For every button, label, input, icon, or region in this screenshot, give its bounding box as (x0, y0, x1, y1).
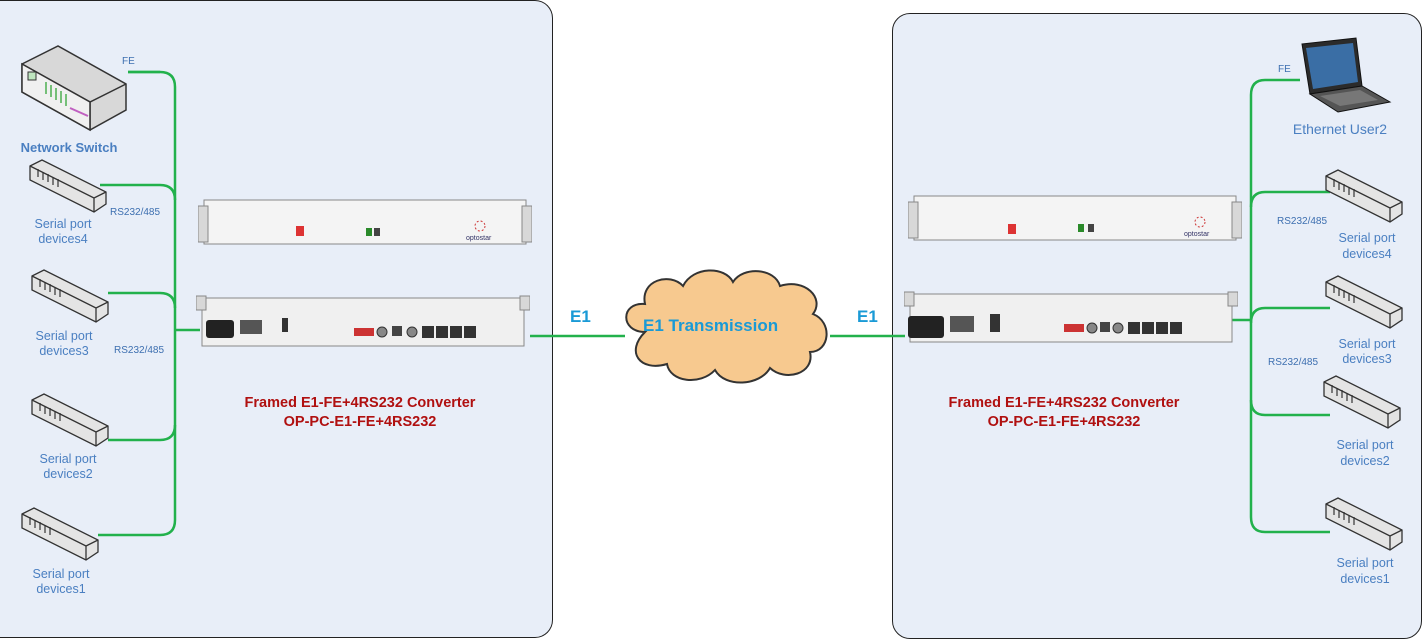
cloud-label: E1 Transmission (643, 316, 779, 335)
e1-label-left: E1 (570, 307, 591, 326)
e1-label-right: E1 (857, 307, 878, 326)
serial-device1-icon (21, 507, 99, 561)
serial-device3-label-line2: devices3 (39, 344, 89, 358)
right-bus-line (1249, 78, 1330, 534)
right-serial-device2-label-line2: devices2 (1340, 454, 1390, 468)
left-link-serial3 (108, 291, 177, 309)
serial-device1-label-line2: devices1 (36, 582, 86, 596)
left-link-serial2 (108, 424, 177, 442)
right-serial-device2-icon (1323, 375, 1401, 429)
right-link-serial2 (1249, 399, 1330, 417)
right-front-brand: optostar (1184, 231, 1210, 238)
serial-device2-icon (31, 393, 109, 447)
right-link-serial4 (1249, 190, 1330, 208)
left-title-line2: OP-PC-E1-FE+4RS232 (283, 414, 437, 430)
ethernet-user-label: Ethernet User2 (1292, 121, 1388, 137)
serial-device4-icon (29, 159, 107, 213)
left-converter-rear-icon (196, 295, 530, 347)
right-rs-label-2: RS232/485 (1268, 357, 1319, 368)
left-title-line1: Framed E1-FE+4RS232 Converter (244, 395, 476, 411)
left-rs-label-2: RS232/485 (114, 345, 165, 356)
serial-device1-label-line1: Serial port (32, 567, 90, 581)
laptop-icon (1301, 37, 1392, 113)
left-fe-label: FE (122, 56, 135, 67)
right-fe-label: FE (1278, 64, 1291, 75)
right-serial-device1-label-line1: Serial port (1336, 556, 1394, 570)
left-front-brand: optostar (466, 235, 492, 242)
serial-device3-icon (31, 269, 109, 323)
e1-transmission-cloud-icon (625, 269, 828, 384)
right-serial-device3-label-line2: devices3 (1342, 352, 1392, 366)
right-serial-device4-icon (1325, 169, 1403, 223)
right-serial-device3-label-line1: Serial port (1338, 337, 1396, 351)
serial-device4-label-line2: devices4 (38, 232, 88, 246)
right-title-line1: Framed E1-FE+4RS232 Converter (948, 395, 1180, 411)
network-switch-label: Network Switch (20, 140, 118, 155)
serial-device3-label-line1: Serial port (35, 329, 93, 343)
right-serial-device2-label-line1: Serial port (1336, 438, 1394, 452)
right-serial-device1-label-line2: devices1 (1340, 572, 1390, 586)
right-serial-device4-label-line2: devices4 (1342, 247, 1392, 261)
left-rs-label-1: RS232/485 (110, 207, 161, 218)
network-switch-icon (21, 45, 127, 132)
left-converter-front-icon: optostar (198, 199, 532, 245)
right-converter-front-icon: optostar (908, 195, 1242, 241)
right-serial-device1-icon (1325, 497, 1403, 551)
right-link-serial3 (1249, 306, 1330, 324)
right-serial-device4-label-line1: Serial port (1338, 231, 1396, 245)
left-link-serial4 (100, 183, 177, 201)
serial-device2-label-line1: Serial port (39, 452, 97, 466)
right-converter-rear-icon (904, 291, 1238, 343)
serial-device2-label-line2: devices2 (43, 467, 93, 481)
right-serial-device3-icon (1325, 275, 1403, 329)
right-rs-label-1: RS232/485 (1277, 216, 1328, 227)
right-title-line2: OP-PC-E1-FE+4RS232 (987, 414, 1141, 430)
serial-device4-label-line1: Serial port (34, 217, 92, 231)
